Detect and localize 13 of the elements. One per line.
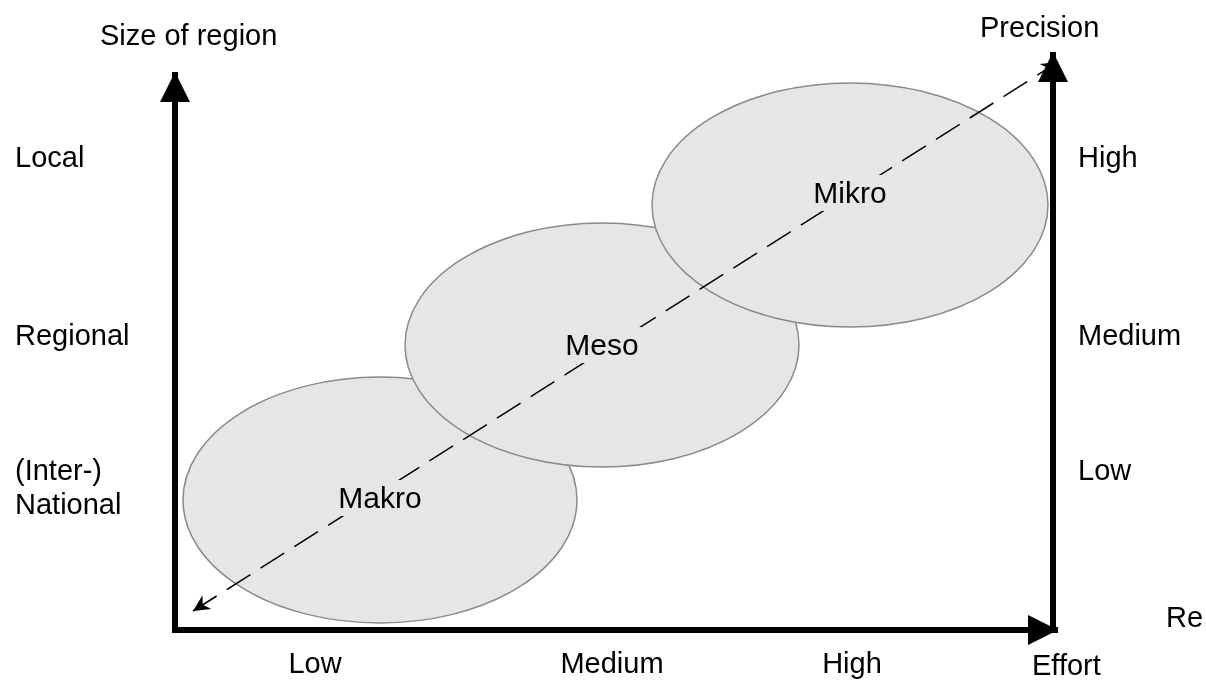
axis-level-label: Medium [1078, 318, 1182, 352]
axis-level-label: (Inter-) National [15, 453, 123, 521]
axis-level-label: Medium [560, 646, 664, 680]
axis-level-label: Regional [15, 318, 130, 352]
axis-title: Size of region [100, 18, 278, 52]
axis-level-label: High [1078, 140, 1138, 174]
axis-level-label: High [822, 646, 882, 680]
axis-level-label: Low [288, 646, 342, 680]
text-fragment: Re [1166, 600, 1204, 634]
axis-title: Precision [980, 10, 1100, 44]
axis-title: Effort [1032, 648, 1101, 682]
axis-level-label: Local [15, 140, 85, 174]
axis-level-label: Low [1078, 453, 1132, 487]
